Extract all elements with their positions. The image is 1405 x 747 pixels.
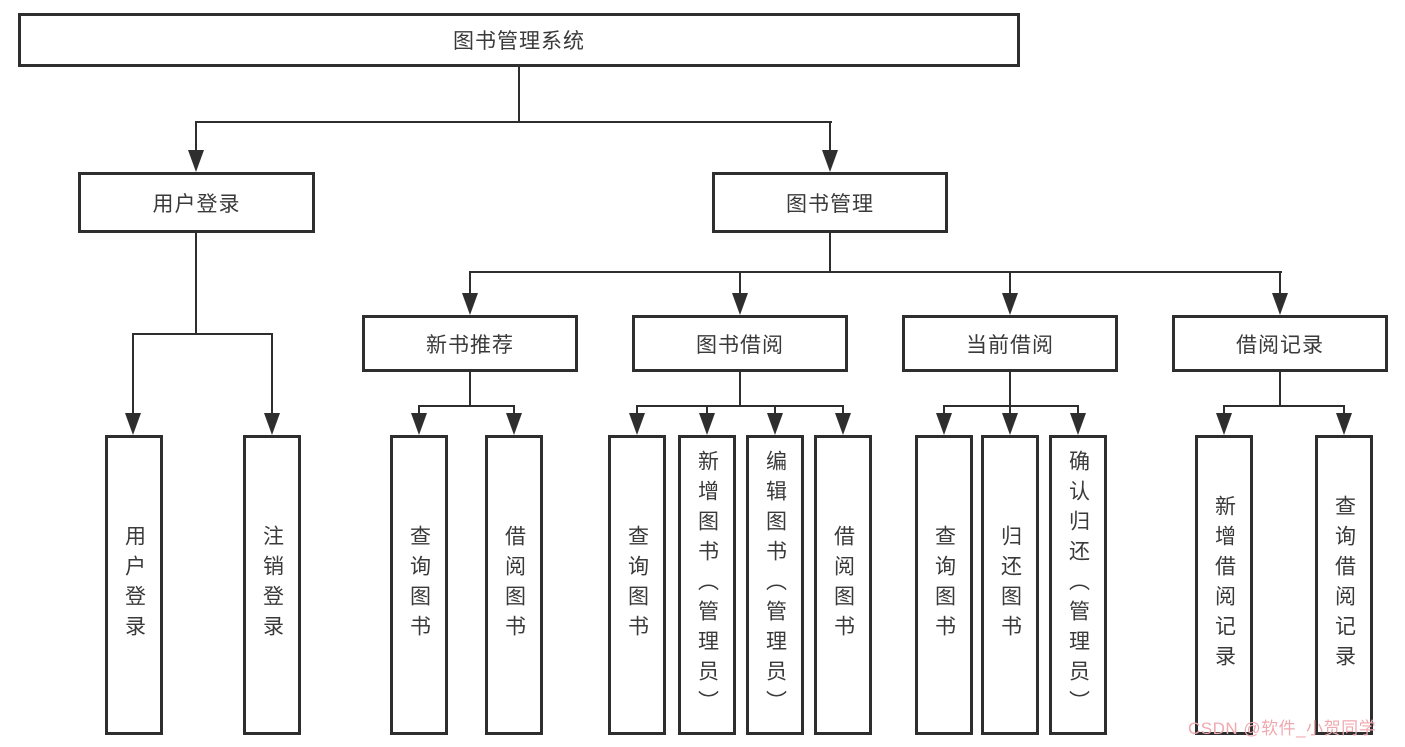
leaf-borrow-borrow: 借阅图书	[814, 435, 872, 735]
connector-records-stem	[1279, 372, 1281, 407]
connector-drop-login	[195, 121, 197, 151]
connector-drop-borrow-3	[774, 405, 776, 415]
leaf-newbook-borrow: 借阅图书	[485, 435, 543, 735]
arrowhead-records-1	[1216, 413, 1232, 435]
leaf-records-add: 新增借阅记录	[1195, 435, 1253, 735]
connector-drop-current-2	[1009, 405, 1011, 415]
leaf-user-login: 用户登录	[105, 435, 163, 735]
arrowhead-login	[188, 150, 204, 172]
node-book-borrow: 图书借阅	[632, 315, 848, 372]
connector-drop-login-1	[132, 333, 134, 413]
node-user-login: 用户登录	[78, 172, 315, 233]
connector-drop-records-2	[1343, 405, 1345, 415]
leaf-current-confirm-admin: 确认归还（管理员）	[1049, 435, 1107, 735]
connector-drop-mgmt-2	[739, 271, 741, 293]
leaf-newbook-query: 查询图书	[390, 435, 448, 735]
leaf-borrow-query: 查询图书	[608, 435, 666, 735]
node-book-mgmt: 图书管理	[712, 172, 948, 233]
node-root: 图书管理系统	[18, 13, 1020, 67]
connector-mgmt-crossbar	[470, 271, 1282, 273]
connector-records-crossbar	[1224, 405, 1345, 407]
arrowhead-current-1	[936, 413, 952, 435]
connector-drop-mgmt-4	[1279, 271, 1281, 293]
arrowhead-current-2	[1002, 413, 1018, 435]
connector-borrow-crossbar	[637, 405, 844, 407]
connector-borrow-stem	[739, 372, 741, 407]
node-borrow-records: 借阅记录	[1172, 315, 1388, 372]
arrowhead-mgmt	[822, 150, 838, 172]
connector-root-stem	[518, 67, 520, 123]
connector-drop-mgmt-3	[1009, 271, 1011, 293]
csdn-watermark: CSDN @软件_小贺同学	[1188, 719, 1377, 738]
connector-drop-current-1	[943, 405, 945, 415]
leaf-current-return: 归还图书	[981, 435, 1039, 735]
connector-newbook-crossbar	[419, 405, 515, 407]
connector-drop-mgmt-1	[469, 271, 471, 293]
node-current-borrow: 当前借阅	[902, 315, 1118, 372]
leaf-borrow-add-admin: 新增图书（管理员）	[678, 435, 736, 735]
connector-drop-newbook-1	[418, 405, 420, 415]
connector-mgmt-stem	[829, 233, 831, 273]
arrowhead-borrow-1	[629, 413, 645, 435]
connector-drop-borrow-2	[706, 405, 708, 415]
connector-drop-login-2	[271, 333, 273, 413]
leaf-records-query: 查询借阅记录	[1315, 435, 1373, 735]
arrowhead-newbook-2	[506, 413, 522, 435]
node-new-book-recommend: 新书推荐	[362, 315, 578, 372]
connector-drop-current-3	[1077, 405, 1079, 415]
connector-current-stem	[1009, 372, 1011, 407]
arrowhead-mgmt-4	[1272, 293, 1288, 315]
arrowhead-mgmt-2	[732, 293, 748, 315]
connector-drop-newbook-2	[513, 405, 515, 415]
arrowhead-login-1	[125, 413, 141, 435]
connector-drop-records-1	[1223, 405, 1225, 415]
arrowhead-current-3	[1070, 413, 1086, 435]
connector-login-stem	[195, 233, 197, 335]
connector-current-crossbar	[944, 405, 1079, 407]
arrowhead-borrow-2	[699, 413, 715, 435]
leaf-logout: 注销登录	[243, 435, 301, 735]
connector-drop-borrow-1	[636, 405, 638, 415]
connector-drop-mgmt	[829, 121, 831, 151]
arrowhead-borrow-3	[767, 413, 783, 435]
connector-root-crossbar	[196, 121, 832, 123]
arrowhead-login-2	[264, 413, 280, 435]
arrowhead-records-2	[1336, 413, 1352, 435]
arrowhead-borrow-4	[835, 413, 851, 435]
arrowhead-mgmt-3	[1002, 293, 1018, 315]
arrowhead-newbook-1	[411, 413, 427, 435]
leaf-current-query: 查询图书	[915, 435, 973, 735]
connector-login-crossbar	[133, 333, 273, 335]
leaf-borrow-edit-admin: 编辑图书（管理员）	[746, 435, 804, 735]
connector-newbook-stem	[469, 372, 471, 407]
arrowhead-mgmt-1	[462, 293, 478, 315]
connector-drop-borrow-4	[842, 405, 844, 415]
